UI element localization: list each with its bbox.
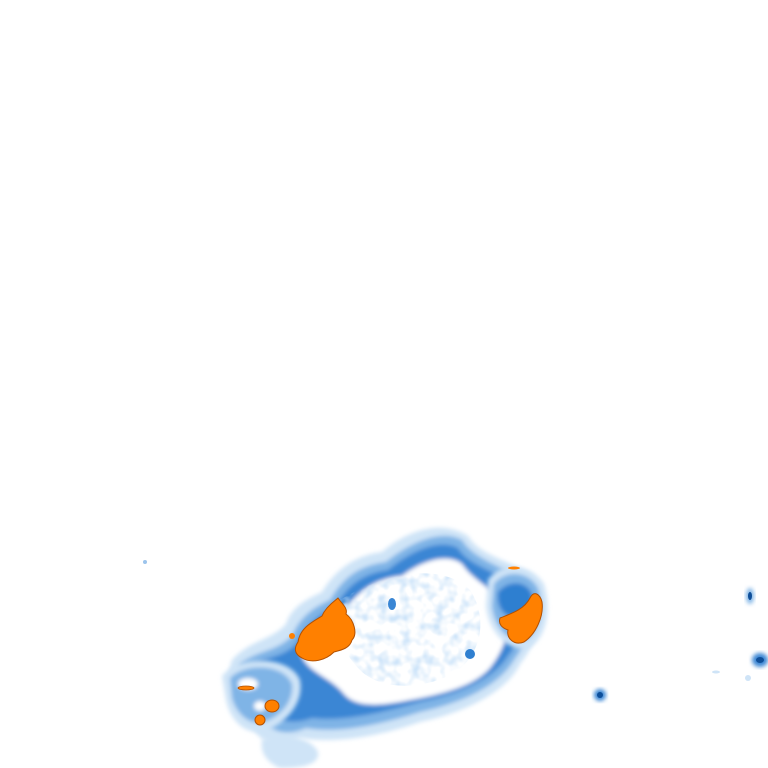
echo-dot xyxy=(597,692,603,698)
interior-speckle xyxy=(336,573,481,686)
intense-cell-small xyxy=(289,633,295,639)
cell-dot xyxy=(465,649,475,659)
echo-dot xyxy=(745,675,751,681)
intense-cell-east xyxy=(499,593,543,644)
cell-dot xyxy=(388,598,396,610)
intense-cell-small xyxy=(264,699,280,713)
intense-cell-small xyxy=(508,566,520,570)
echo-dot xyxy=(712,670,720,674)
intense-cell-small xyxy=(254,714,266,726)
echo-dot xyxy=(756,657,764,663)
isolated-echoes xyxy=(143,560,768,701)
intense-cells xyxy=(237,566,543,726)
intense-cell-west xyxy=(294,597,356,662)
intense-cell-small xyxy=(237,685,255,691)
echo-dot xyxy=(748,592,752,600)
echo-dot xyxy=(143,560,147,564)
